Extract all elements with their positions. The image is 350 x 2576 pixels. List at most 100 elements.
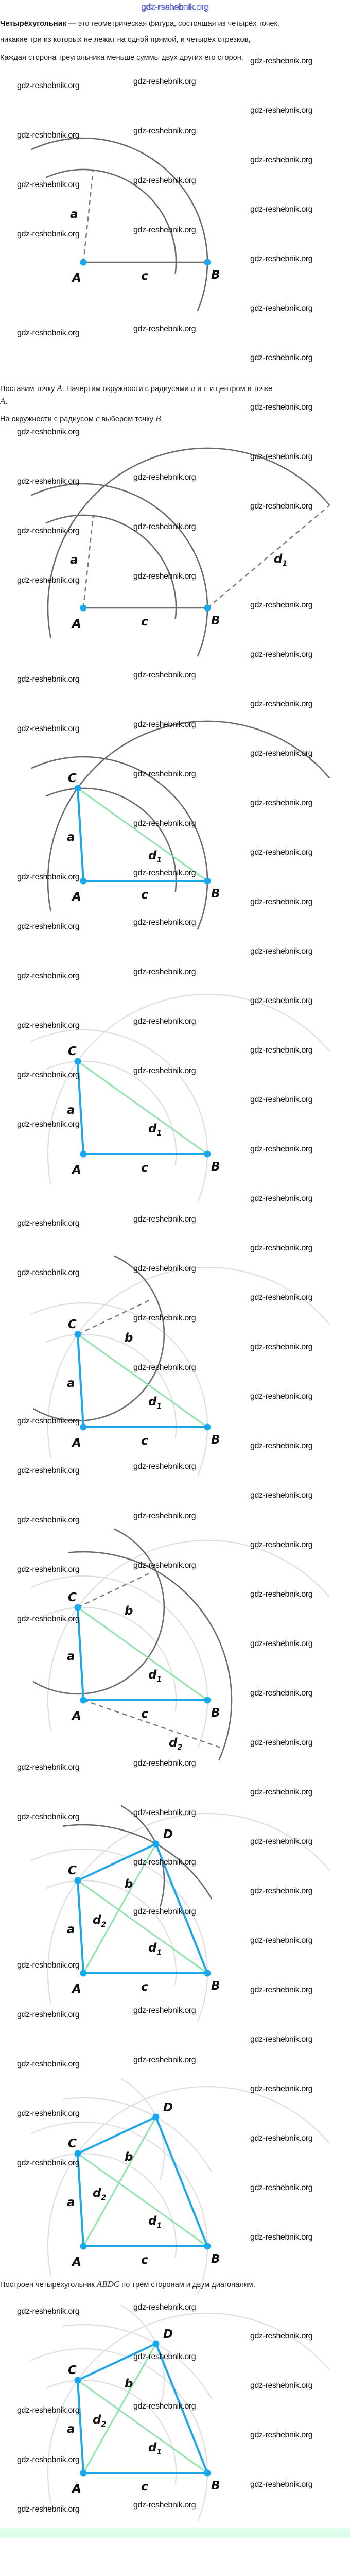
point-c [74, 1604, 81, 1611]
side-CD [77, 2343, 157, 2381]
label-subscript: 1 [156, 1675, 162, 1684]
point-b [204, 1423, 211, 1431]
watermark: gdz-reshebnik.org [17, 2060, 80, 2069]
side-label-b: b [125, 1604, 133, 1618]
watermark: gdz-reshebnik.org [17, 1565, 80, 1574]
side-label-a: a [70, 208, 78, 221]
watermark: gdz-reshebnik.org [250, 106, 313, 115]
label-text: d [148, 1122, 157, 1136]
text: . [161, 415, 163, 423]
watermark: gdz-reshebnik.org [250, 1738, 313, 1747]
compass-arc [45, 168, 177, 274]
point-b [204, 2243, 211, 2250]
watermark: gdz-reshebnik.org [133, 869, 196, 877]
compass-arc [45, 2379, 177, 2485]
watermark: gdz-reshebnik.org [17, 230, 80, 239]
text: выберем точку [99, 415, 156, 423]
watermark: gdz-reshebnik.org [250, 1887, 313, 1895]
radius-dashed-line [77, 1299, 151, 1335]
point-label-a: A [71, 890, 81, 904]
side-AC [77, 2153, 84, 2247]
side-DB [155, 2116, 208, 2247]
radius-dashed-line [82, 170, 94, 263]
diagonal-label-d1: d1 [148, 1941, 162, 1957]
label-text: b [125, 2150, 133, 2164]
side-label-c: c [141, 1161, 148, 1175]
side-label-b: b [125, 2377, 133, 2391]
side-label-b: b [125, 1877, 133, 1891]
watermark: gdz-reshebnik.org [250, 502, 313, 511]
step2-text: На окружности с радиусом c выберем точку… [0, 414, 163, 424]
text: . [5, 398, 8, 406]
side-CD [77, 2116, 157, 2155]
point-label-c: C [68, 2137, 77, 2150]
side-AC [77, 1333, 84, 1428]
compass-arc [32, 1528, 165, 1695]
label-text: b [125, 1604, 133, 1618]
point-label-a: A [71, 1982, 81, 1996]
watermark: gdz-reshebnik.org [17, 675, 80, 684]
compass-arc [30, 1848, 208, 2022]
watermark: gdz-reshebnik.org [133, 1462, 196, 1471]
compass-arc [47, 447, 330, 639]
point-label-b: B [211, 1160, 220, 1174]
point-label-b: B [211, 1433, 220, 1447]
compass-arc [30, 1575, 208, 1749]
watermark: gdz-reshebnik.org [250, 403, 313, 412]
label-text: A [71, 2256, 81, 2269]
compass-arc [30, 137, 208, 311]
point-a [80, 259, 87, 266]
point-label-a: A [71, 2256, 81, 2269]
compass-arc [47, 2086, 330, 2277]
label-text: b [125, 1331, 133, 1345]
watermark: gdz-reshebnik.org [133, 2006, 196, 2015]
side-AC [77, 787, 84, 882]
label-text: c [141, 1980, 148, 1994]
site-logo[interactable]: gdz-reshebnik.org [141, 2, 209, 12]
side-label-c: c [141, 1980, 148, 1994]
diagonal-AD [82, 2116, 157, 2247]
watermark: gdz-reshebnik.org [17, 2010, 80, 2019]
label-text: d [93, 1913, 101, 1927]
label-text: c [141, 615, 148, 629]
side-AC [77, 1879, 84, 1974]
label-text: C [68, 1591, 77, 1604]
point-b [204, 2469, 211, 2477]
compass-arc [62, 2097, 213, 2173]
watermark: gdz-reshebnik.org [250, 947, 313, 956]
point-label-b: B [211, 887, 220, 901]
watermark: gdz-reshebnik.org [250, 2035, 313, 2044]
label-text: b [125, 2377, 133, 2391]
step1-text-end: A. [0, 397, 7, 406]
watermark: gdz-reshebnik.org [250, 2183, 313, 2192]
point-label-c: C [68, 1318, 77, 1331]
watermark: gdz-reshebnik.org [133, 1759, 196, 1768]
point-c [74, 785, 81, 792]
diagonal-CB [77, 2379, 208, 2474]
label-text: B [211, 887, 220, 901]
watermark: gdz-reshebnik.org [17, 1219, 80, 1228]
watermark: gdz-reshebnik.org [133, 572, 196, 581]
label-subscript: 1 [156, 2222, 162, 2230]
compass-arc [62, 2324, 213, 2399]
label-text: d [148, 1395, 157, 1409]
label-text: C [68, 1318, 77, 1331]
point-d [152, 2113, 160, 2121]
label-subscript: 1 [156, 856, 162, 865]
side-DB [155, 2343, 208, 2474]
point-label-a: A [71, 2482, 81, 2496]
diagonal-CB [77, 1606, 208, 1701]
math-var: B [155, 414, 161, 423]
point-a [80, 1970, 87, 1977]
watermark: gdz-reshebnik.org [250, 1639, 313, 1648]
watermark: gdz-reshebnik.org [17, 922, 80, 931]
compass-arc [30, 483, 208, 657]
diagonal-label-d2: d2 [93, 2413, 106, 2429]
radius-dashed-line [83, 1699, 224, 1750]
label-subscript: 2 [177, 1743, 182, 1752]
